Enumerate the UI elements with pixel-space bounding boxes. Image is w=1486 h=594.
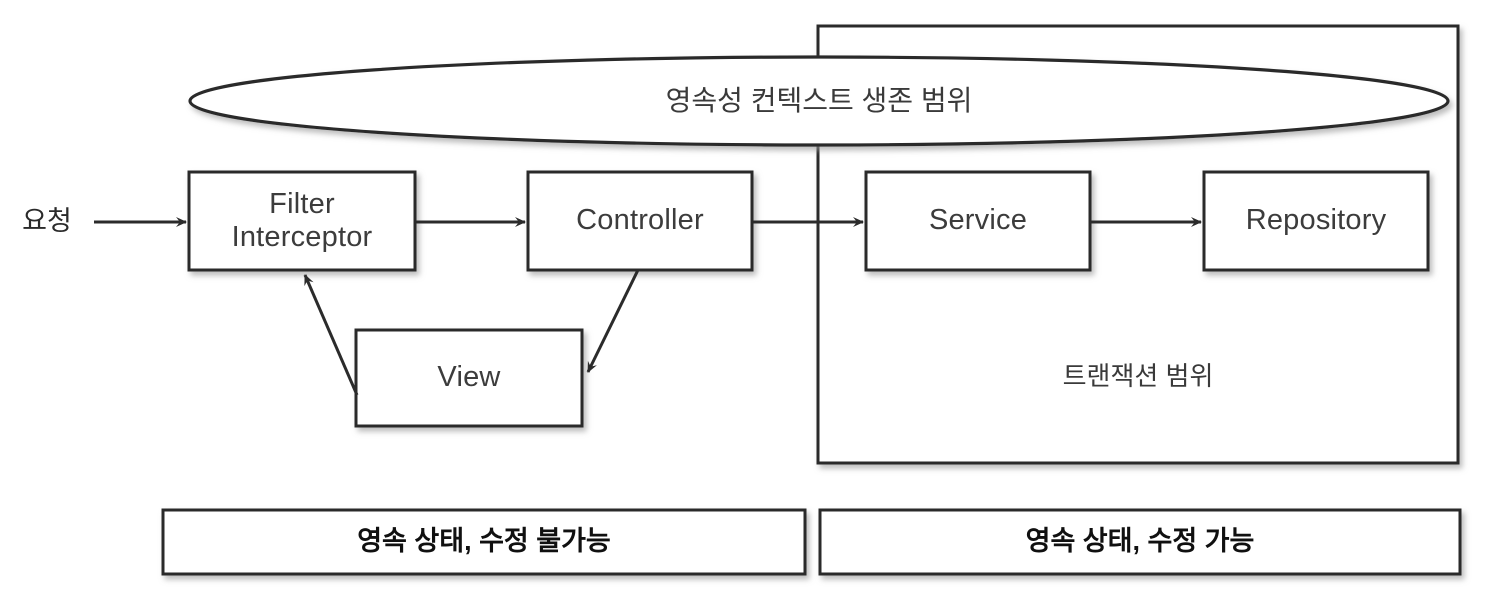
- arrow-controller-to-view: [586, 269, 640, 373]
- service-box[interactable]: [864, 170, 1092, 272]
- controller-box[interactable]: [526, 170, 754, 272]
- persist-writable-bar: [818, 508, 1462, 576]
- repository-box[interactable]: [1202, 170, 1430, 272]
- arrow-view-to-filter: [303, 274, 359, 396]
- filter-interceptor-box[interactable]: [187, 170, 417, 272]
- persistence-context-ellipse: [188, 55, 1450, 147]
- view-box[interactable]: [354, 328, 584, 428]
- persist-readonly-bar: [161, 508, 807, 576]
